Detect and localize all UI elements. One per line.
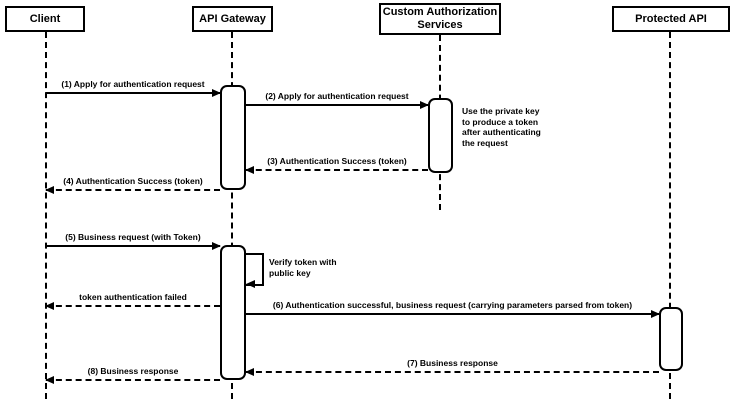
message-3-label: (3) Authentication Success (token) (267, 156, 407, 166)
message-8-label: (8) Business response (87, 366, 179, 376)
lifeline-protected-api (669, 32, 671, 399)
actor-api-gateway-label: API Gateway (199, 12, 266, 25)
activation-api-gateway-business (220, 245, 246, 380)
message-2-arrow (246, 104, 428, 106)
actor-protected-api: Protected API (612, 6, 730, 32)
lifeline-api-gateway (231, 32, 233, 399)
message-4-arrow (46, 189, 220, 191)
lifeline-client (45, 32, 47, 399)
arrowhead-right-icon (651, 310, 660, 318)
message-token-authentication-failed-label: token authentication failed (79, 292, 187, 302)
arrowhead-left-icon (245, 166, 254, 174)
message-7-label: (7) Business response (407, 358, 498, 368)
message-6-label: (6) Authentication successful, business … (272, 300, 633, 310)
actor-client-label: Client (29, 12, 61, 25)
message-3-arrow (246, 169, 428, 171)
arrowhead-right-icon (420, 101, 429, 109)
message-1-arrow (46, 92, 220, 94)
activation-protected-api (659, 307, 683, 371)
arrowhead-left-icon (246, 280, 255, 288)
message-5-arrow (46, 245, 220, 247)
arrowhead-right-icon (212, 242, 221, 250)
message-token-authentication-failed-arrow (46, 305, 220, 307)
self-message-verify-token-label: Verify token with public key (269, 257, 337, 278)
message-8-arrow (46, 379, 220, 381)
actor-client: Client (5, 6, 85, 32)
actor-api-gateway: API Gateway (192, 6, 273, 32)
message-5-label: (5) Business request (with Token) (65, 232, 201, 242)
note-private-key: Use the private key to produce a token a… (462, 106, 541, 148)
arrowhead-left-icon (45, 186, 54, 194)
activation-api-gateway-auth (220, 85, 246, 190)
message-6-arrow (246, 313, 659, 315)
message-4-label: (4) Authentication Success (token) (63, 176, 203, 186)
message-7-arrow (246, 371, 659, 373)
actor-custom-authorization-services-label: Custom Authorization Services (382, 6, 498, 31)
message-1-label: (1) Apply for authentication request (61, 79, 205, 89)
activation-custom-authorization-services (428, 98, 453, 173)
actor-custom-authorization-services: Custom Authorization Services (379, 3, 501, 35)
arrowhead-right-icon (212, 89, 221, 97)
arrowhead-left-icon (45, 376, 54, 384)
message-2-label: (2) Apply for authentication request (265, 91, 409, 101)
actor-protected-api-label: Protected API (635, 12, 707, 25)
arrowhead-left-icon (45, 302, 54, 310)
arrowhead-left-icon (245, 368, 254, 376)
